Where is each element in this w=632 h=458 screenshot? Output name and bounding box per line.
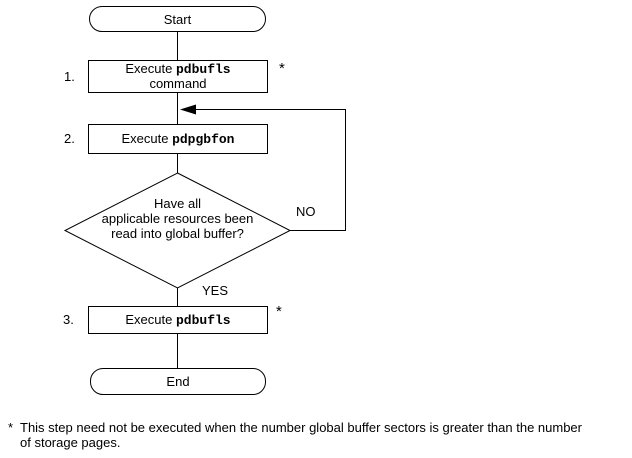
step-3-footnote-marker: * <box>276 303 282 320</box>
step-2-box: Execute pdpgbfon <box>88 124 268 154</box>
step-number-2: 2. <box>64 131 75 146</box>
step-3-text: Execute pdbufls <box>125 311 231 328</box>
no-loop-line <box>196 109 346 231</box>
step-2-text: Execute pdpgbfon <box>121 130 235 147</box>
step-number-3: 3. <box>63 312 74 327</box>
step-1-line-2: command <box>149 76 207 91</box>
start-label: Start <box>163 11 192 27</box>
start-terminator: Start <box>89 6 266 32</box>
step-1-prefix: Execute <box>125 61 176 76</box>
footnote-marker: * <box>8 420 14 435</box>
end-terminator: End <box>90 368 266 395</box>
step-3-box: Execute pdbufls <box>88 306 268 334</box>
no-label: NO <box>296 204 316 219</box>
step-1-line-1: Execute pdbufls <box>125 62 230 77</box>
footnote-line-1: This step need not be executed when the … <box>20 420 582 435</box>
footnote: * This step need not be executed when th… <box>8 420 582 450</box>
step-1-command: pdbufls <box>175 62 231 77</box>
step-1-box: Execute pdbufls command <box>88 60 268 93</box>
step-number-1: 1. <box>64 69 75 84</box>
footnote-text: This step need not be executed when the … <box>20 420 582 450</box>
decision-line-1: Have all <box>154 196 201 211</box>
step-2-command: pdpgbfon <box>172 131 235 147</box>
decision-diamond <box>63 172 292 289</box>
decision-line-2: applicable resources been <box>101 211 254 226</box>
step-3-prefix: Execute <box>125 311 176 327</box>
step-3-command: pdbufls <box>175 312 231 328</box>
yes-label: YES <box>202 283 229 298</box>
step-1-footnote-marker: * <box>279 60 285 77</box>
decision-text: Have all applicable resources been read … <box>77 196 278 241</box>
step-2-prefix: Execute <box>121 130 173 146</box>
step-1-text: Execute pdbufls command <box>125 62 230 91</box>
footnote-line-2: of storage pages. <box>20 435 121 450</box>
decision-line-3: read into global buffer? <box>111 226 244 241</box>
loop-arrowhead-icon <box>180 104 196 115</box>
end-label: End <box>166 374 190 389</box>
